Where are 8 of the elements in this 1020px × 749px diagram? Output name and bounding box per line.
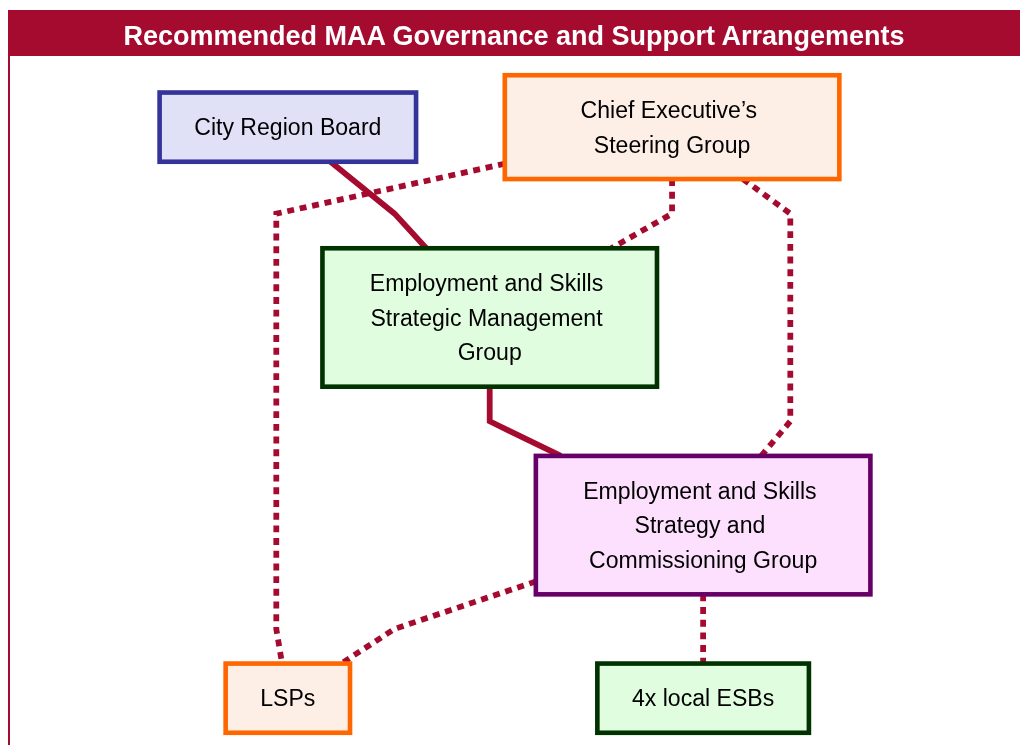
- node-box: City Region Board: [157, 90, 419, 165]
- node-box: Employment and Skills Strategy and Commissioning Group: [533, 453, 873, 597]
- node-box: 4x local ESBs: [595, 661, 812, 736]
- connector: [700, 594, 706, 664]
- node-box: Chief Executive’s Steering Group: [502, 72, 842, 182]
- title: Recommended MAA Governance and Support Arrangements: [8, 10, 1020, 56]
- node-box: LSPs: [223, 661, 353, 736]
- node-box: Employment and Skills Strategic Management Group: [320, 245, 660, 389]
